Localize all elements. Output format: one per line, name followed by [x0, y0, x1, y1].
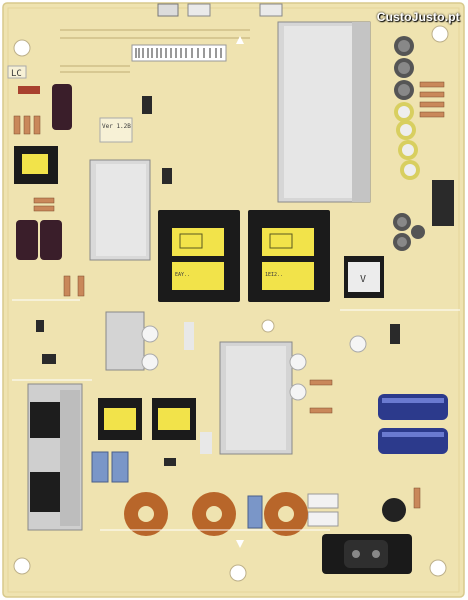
white-caps [141, 325, 367, 401]
blue-film-caps [91, 451, 339, 529]
watermark: CustoJusto.pt [376, 10, 460, 24]
small-transformer [14, 146, 58, 184]
small-components [36, 96, 400, 466]
top-connectors [157, 3, 283, 17]
top-right-heatsink [277, 21, 371, 203]
red-resistor [18, 86, 40, 94]
black-inductor [382, 498, 406, 522]
transformer-right-label: 1EI2.. [265, 272, 283, 278]
right-connector [432, 180, 454, 226]
left-heatsink [89, 159, 151, 261]
silkscreen-arrows [236, 36, 244, 548]
capacitors-left [16, 84, 72, 260]
small-heatsink [105, 311, 145, 371]
transformer-left [158, 210, 240, 302]
transformer-left-label: EAY.. [175, 272, 190, 278]
ac-input-socket [322, 534, 412, 574]
toroid-inductors [124, 492, 308, 536]
capacitors-blue [378, 394, 448, 454]
lc-label: LC [11, 69, 22, 79]
transformer-right [248, 210, 330, 302]
square-transformer: V [344, 256, 384, 298]
capacitors-top-right [394, 36, 420, 180]
small-transformers-bottom [98, 398, 196, 440]
ver-label: Ver 1.2B [102, 123, 131, 130]
mounting-holes [13, 25, 449, 582]
square-transformer-mark: V [360, 274, 366, 285]
bridge-heatsink [27, 383, 83, 531]
resistors [13, 81, 445, 509]
capacitors-right-mid [393, 213, 425, 251]
center-heatsink [219, 341, 293, 455]
